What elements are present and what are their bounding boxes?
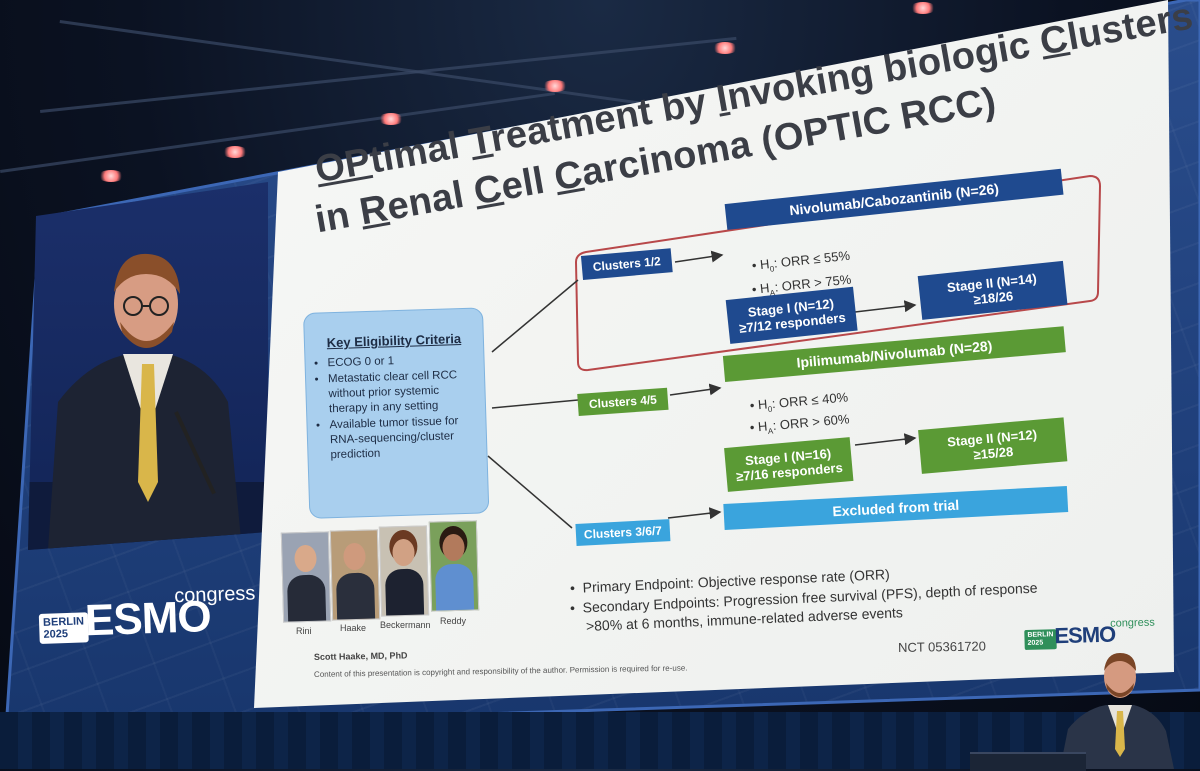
logo-congress-text: congress: [173, 582, 256, 608]
stage-light: [98, 170, 124, 182]
stage-light: [712, 42, 738, 54]
investigator-photo: [378, 525, 430, 617]
stage-light: [910, 2, 936, 14]
title-underlined-initial: OP: [312, 140, 374, 192]
investigator-photo: [280, 531, 332, 623]
title-text-fragment: ell: [497, 157, 559, 209]
arm1-stage2-threshold: ≥18/26: [972, 288, 1014, 308]
investigator-name: Rini: [296, 626, 312, 636]
investigator-photo: [329, 529, 381, 621]
eligibility-list: ECOG 0 or 1 Metastatic clear cell RCC wi…: [305, 351, 486, 464]
investigator-photo: [428, 520, 480, 612]
investigator-name: Haake: [340, 623, 367, 633]
eligibility-heading: Key Eligibility Criteria: [326, 331, 462, 351]
eligibility-item: Metastatic clear cell RCC without prior …: [328, 368, 477, 418]
stage-light: [542, 80, 568, 92]
slide-logo-congress: congress: [1109, 616, 1155, 630]
stage-light: [222, 146, 248, 158]
live-speaker: [1060, 653, 1174, 769]
lectern: [970, 752, 1086, 771]
speaker-camera-feed: [28, 182, 268, 550]
stage-light: [378, 113, 404, 125]
presenter-name: Scott Haake, MD, PhD: [313, 650, 408, 662]
investigator-name: Reddy: [440, 616, 467, 626]
speaker-figure: [28, 253, 268, 550]
slide-logo-esmo: ESMO: [1054, 621, 1116, 649]
title-text-fragment: in: [312, 192, 364, 242]
investigator-name: Beckermann: [380, 620, 431, 630]
eligibility-item: Available tumor tissue for RNA-sequencin…: [329, 414, 478, 464]
arm2-stage2-threshold: ≥15/28: [972, 443, 1014, 463]
eligibility-criteria-box: Key Eligibility Criteria ECOG 0 or 1 Met…: [303, 307, 490, 519]
nct-number: NCT 05361720: [897, 638, 987, 655]
